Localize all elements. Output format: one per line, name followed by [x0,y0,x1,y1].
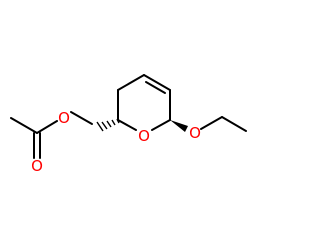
bond-ethoxy-oxygen-ch2 [200,116,223,130]
bond-carbonyl-ester-oxygen [36,120,58,134]
bond-ester-oxygen-ch2 [70,111,93,125]
bond-c4-c5 [143,74,171,91]
atom-label-carbonyl-oxygen: O [31,157,43,175]
bond-c2-ring-oxygen [117,119,137,131]
atom-ring-oxygen: O [138,127,150,145]
bond-ring-oxygen-c6 [151,119,171,131]
bond-c3-c4 [117,74,145,91]
atom-carbonyl-oxygen: O [31,157,43,175]
stereo-wedge-bond-c6 [170,120,188,132]
molecule-structure: O O O O [10,74,247,175]
bond-ethyl [221,116,247,132]
stereo-hash-bond-c2 [96,118,120,132]
atom-label-ring-oxygen: O [138,127,150,145]
bond-methyl-carbonyl [10,117,38,134]
atom-ethoxy-oxygen: O [189,124,201,142]
atom-label-ethoxy-oxygen: O [189,124,201,142]
bond-c4-c5-inner [145,81,166,94]
atom-label-ester-oxygen: O [58,109,70,127]
atom-ester-oxygen: O [58,109,70,127]
